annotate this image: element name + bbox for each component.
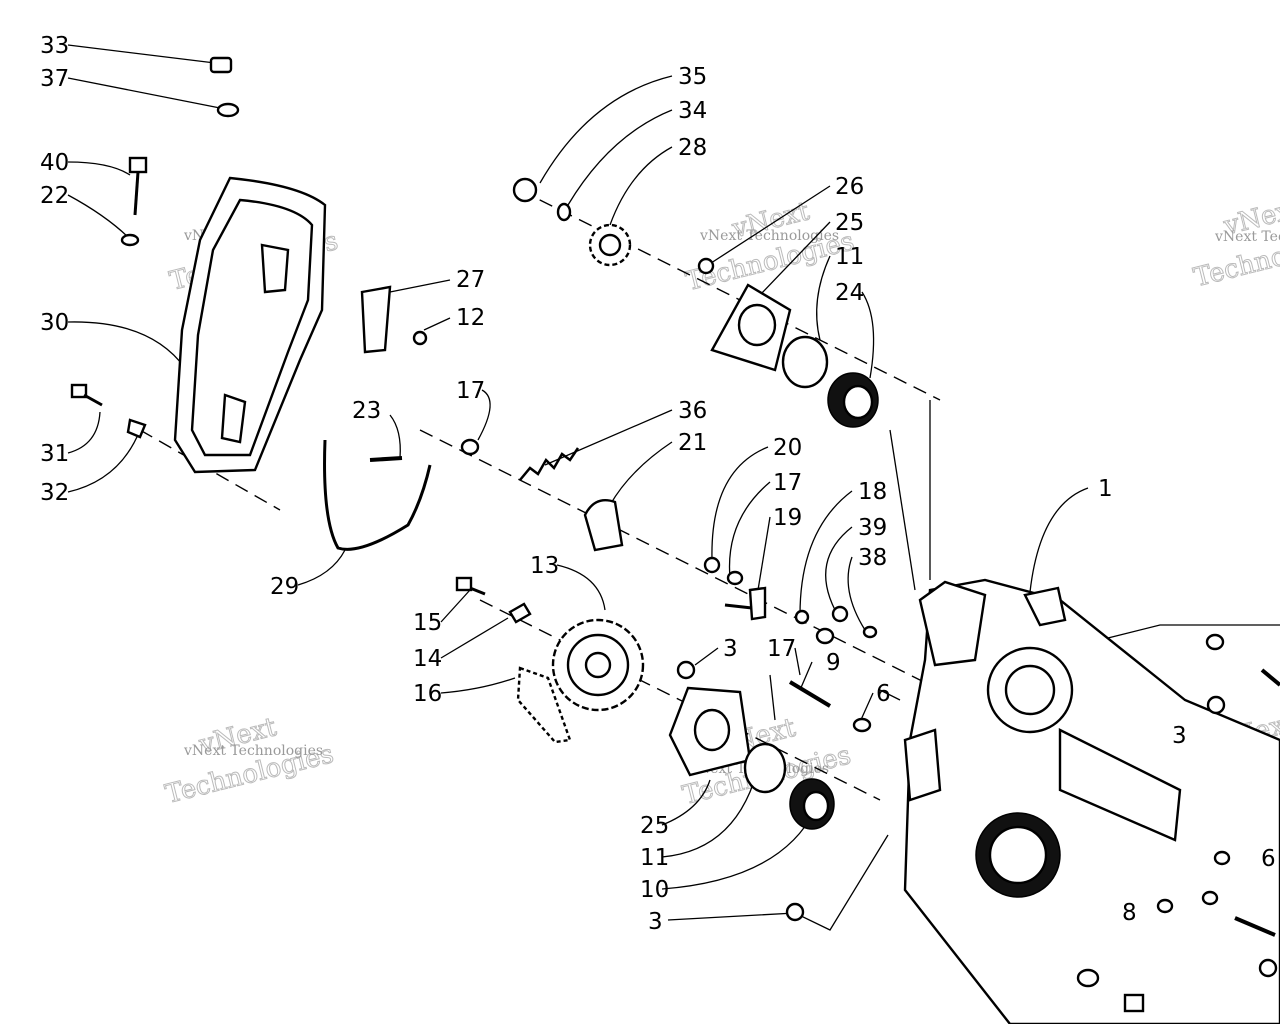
callout-label: 35: [678, 64, 707, 90]
washer-14: [508, 602, 532, 624]
bolt-right-bottom: [1123, 993, 1145, 1013]
callout-label: 6: [1261, 846, 1276, 872]
callout-label: 29: [270, 574, 299, 600]
bolt-9: [788, 680, 832, 708]
callout-label: 25: [835, 210, 864, 236]
washer-38: [862, 625, 878, 639]
bolt-right-mid: [1234, 916, 1276, 937]
watermark-label: vNext Technologies: [699, 228, 839, 244]
callout-label: 3: [723, 636, 738, 662]
callout-labels: 33 37 40 22 30 31 32 27 12 23 17 29 35 3…: [40, 33, 1276, 935]
spring-36: [519, 447, 580, 481]
callout-label: 28: [678, 135, 707, 161]
callout-label: 3: [648, 909, 663, 935]
clip-32: [126, 418, 147, 439]
nut-3-right: [1206, 695, 1226, 715]
callout-label: 31: [40, 441, 69, 467]
nut-35: [512, 177, 538, 203]
watermark-label: vNext Technologies: [183, 743, 323, 759]
nut-20: [703, 556, 721, 574]
callout-label: 11: [640, 845, 669, 871]
washer-34: [556, 202, 572, 222]
washer-6-mid: [852, 717, 872, 733]
oring-11-upper: [781, 335, 829, 389]
oring-11-lower: [743, 742, 787, 794]
watermark-label: vNext Technologies: [1214, 229, 1280, 245]
callout-label: 18: [858, 479, 887, 505]
washer-22: [120, 233, 140, 247]
callout-label: 12: [456, 305, 485, 331]
bearing-flange-25-upper: [710, 283, 792, 372]
callout-label: 40: [40, 150, 69, 176]
callout-label: 34: [678, 98, 707, 124]
callout-label: 23: [352, 398, 381, 424]
washer-right-bottom: [1076, 968, 1100, 988]
tensioner-block-21: [583, 498, 624, 552]
callout-label: 17: [773, 470, 802, 496]
callout-label: 9: [826, 650, 841, 676]
callout-label: 1: [1098, 476, 1113, 502]
callout-label: 39: [858, 515, 887, 541]
washer-right-top: [1205, 633, 1225, 651]
callout-label: 22: [40, 183, 69, 209]
callout-label: 37: [40, 66, 69, 92]
washer-17-lower: [815, 627, 835, 645]
nut-right-edge: [1258, 958, 1278, 978]
callout-label: 38: [858, 545, 887, 571]
nut-3-lower: [785, 902, 805, 922]
washer-8: [1156, 898, 1174, 914]
bolt-31: [70, 383, 103, 407]
bracket-19: [724, 586, 767, 621]
callout-label: 6: [876, 681, 891, 707]
callout-label: 16: [413, 681, 442, 707]
chain-29: [323, 439, 432, 551]
callout-label: 17: [456, 378, 485, 404]
callout-label: 3: [1172, 723, 1187, 749]
callout-label: 30: [40, 310, 69, 336]
bolt-33: [209, 56, 233, 74]
bearing-flange-25-lower: [668, 686, 752, 777]
callout-label: 20: [773, 435, 802, 461]
washer-6-right-a: [1213, 850, 1231, 866]
callout-label: 13: [530, 553, 559, 579]
assembly-axes: [139, 189, 941, 801]
washer-17-upper: [460, 438, 480, 456]
nut-39: [831, 605, 849, 623]
callout-label: 27: [456, 267, 485, 293]
nut-3-mid: [676, 660, 696, 680]
callout-label: 19: [773, 505, 802, 531]
callout-label: 11: [835, 244, 864, 270]
callout-label: 25: [640, 813, 669, 839]
washer-6-right-b: [1201, 890, 1219, 906]
dipstick-40: [128, 156, 148, 216]
callout-label: 17: [767, 636, 796, 662]
callout-label: 14: [413, 646, 442, 672]
bearing-24: [827, 372, 879, 428]
screw-12: [412, 330, 428, 346]
callout-label: 36: [678, 398, 707, 424]
bolt-right-top: [1260, 668, 1280, 687]
callout-label: 32: [40, 480, 69, 506]
bolt-15: [455, 576, 486, 596]
chain-16: [516, 666, 572, 744]
sprocket-28: [588, 223, 632, 267]
nut-18: [794, 609, 810, 625]
chaincase-cover: [173, 176, 327, 474]
callout-label: 24: [835, 280, 864, 306]
pin-23: [369, 456, 403, 462]
gasket-27: [360, 285, 392, 354]
callout-label: 15: [413, 610, 442, 636]
callout-label: 8: [1122, 900, 1137, 926]
washer-17-mid: [726, 570, 744, 586]
callout-label: 10: [640, 877, 669, 903]
callout-label: 33: [40, 33, 69, 59]
callout-label: 26: [835, 174, 864, 200]
callout-label: 21: [678, 430, 707, 456]
sprocket-13: [551, 618, 645, 712]
bearing-10: [789, 778, 835, 830]
washer-37: [216, 102, 240, 118]
chaincase-housing: [903, 578, 1280, 1024]
nut-26: [697, 257, 715, 275]
